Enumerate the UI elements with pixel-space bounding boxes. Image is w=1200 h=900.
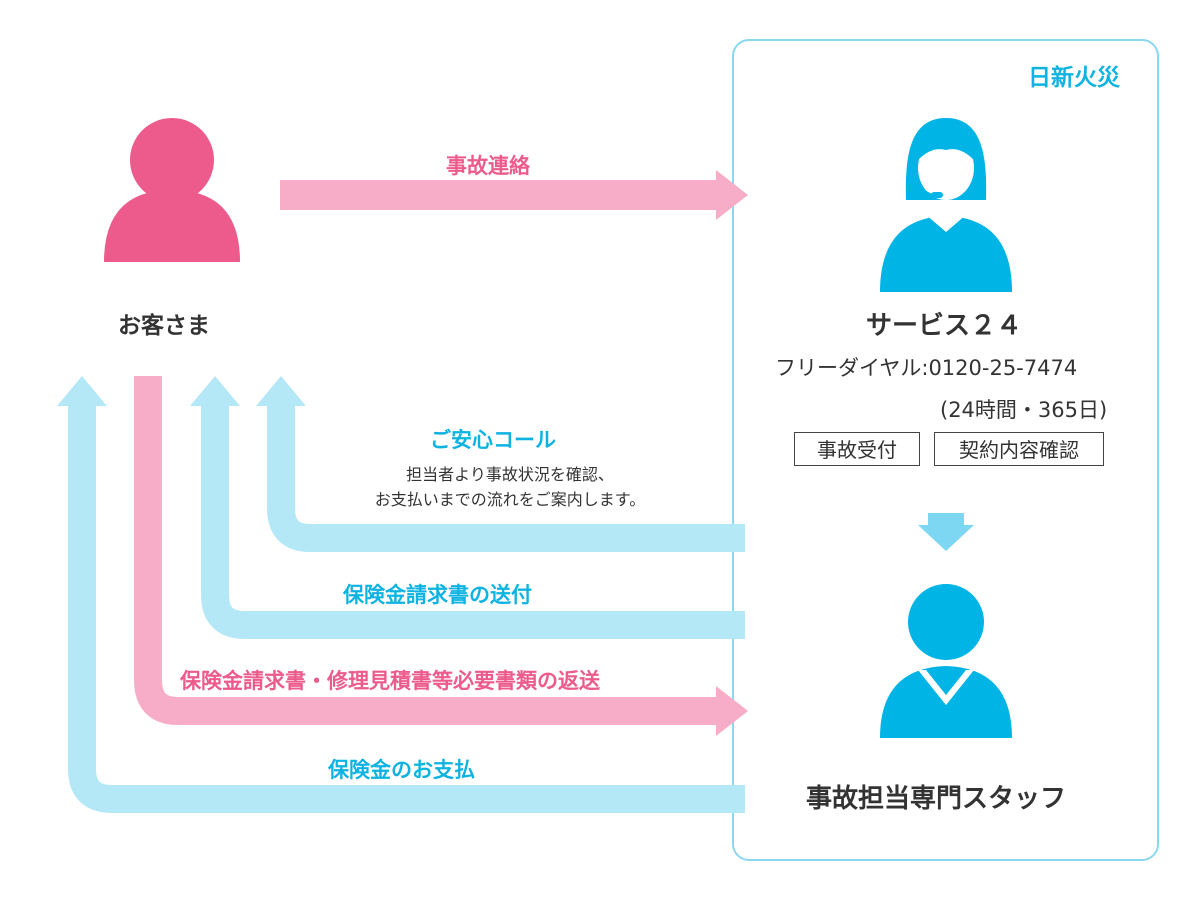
documents-returned-arrow [134,376,748,736]
service-phone: フリーダイヤル:0120-25-7474 [775,356,1078,380]
claim-form-arrow [190,376,745,639]
accident-report-arrow [280,170,748,220]
reassurance-call-arrow [256,376,745,552]
company-name: 日新火災 [1028,65,1120,91]
operator-headset-icon [880,118,1012,292]
customer-person-icon [104,118,240,262]
reassurance-call-desc-line1: 担当者より事故状況を確認、 [406,465,614,484]
reassurance-call-description: 担当者より事故状況を確認、 お支払いまでの流れをご案内します。 [340,462,680,512]
customer-label: お客さま [118,313,210,339]
down-arrow-icon [918,513,974,551]
tag-contract-check: 契約内容確認 [934,432,1104,466]
service-hours: (24時間・365日) [940,398,1108,422]
documents-returned-label: 保険金請求書・修理見積書等必要書類の返送 [180,669,600,693]
staff-label: 事故担当専門スタッフ [806,784,1067,814]
reassurance-call-desc-line2: お支払いまでの流れをご案内します。 [374,490,646,509]
claim-form-label: 保険金請求書の送付 [343,583,532,607]
company-box [732,39,1159,861]
staff-person-icon [880,584,1012,738]
accident-report-label: 事故連絡 [446,154,530,178]
payment-arrow [57,376,745,813]
payment-label: 保険金のお支払 [328,758,475,782]
tag-accident-reception: 事故受付 [794,432,920,466]
reassurance-call-title: ご安心コール [430,428,556,452]
service-name: サービス２４ [866,311,1023,341]
